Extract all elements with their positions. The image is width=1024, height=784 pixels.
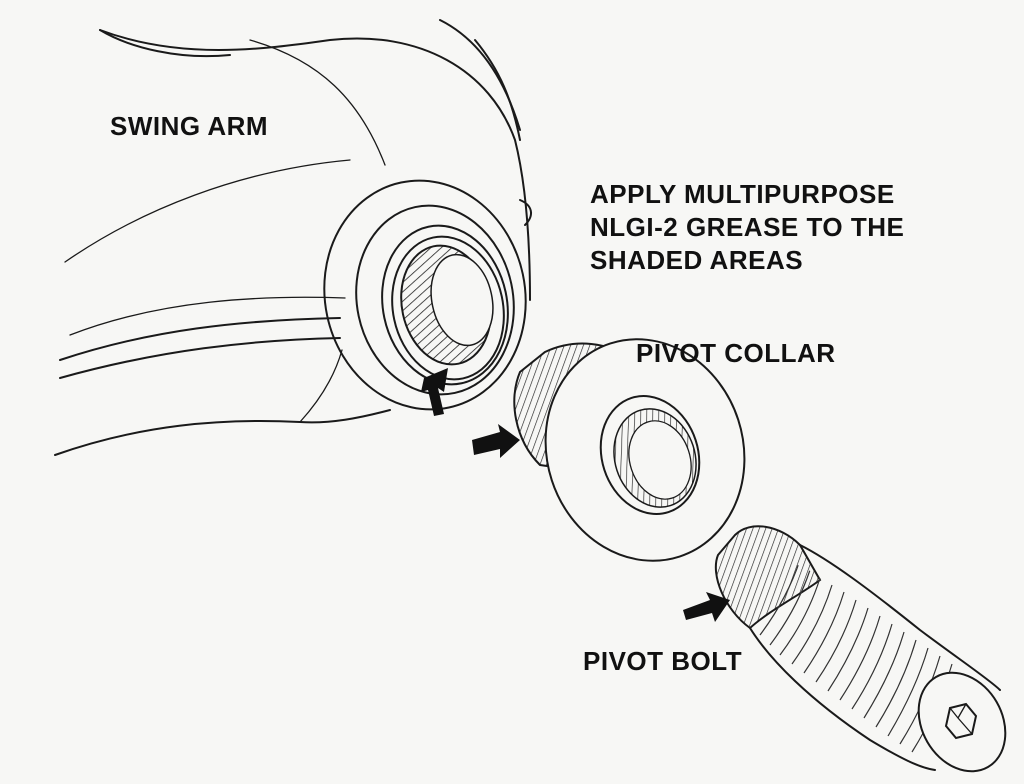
pivot-bolt-label: PIVOT BOLT xyxy=(583,646,743,676)
grease-instruction-line: SHADED AREAS xyxy=(590,245,804,275)
swing-arm-label: SWING ARM xyxy=(110,111,269,141)
pivot-bolt xyxy=(714,525,1007,773)
grease-arrow-bolt xyxy=(683,592,730,622)
pivot-collar xyxy=(513,338,746,562)
grease-instruction-line: APPLY MULTIPURPOSE xyxy=(590,179,895,209)
grease-arrow-bearing xyxy=(421,368,448,416)
pivot-collar-label: PIVOT COLLAR xyxy=(636,338,836,368)
grease-arrow-collar xyxy=(472,424,520,458)
grease-instruction: APPLY MULTIPURPOSE NLGI-2 GREASE TO THE … xyxy=(590,178,904,277)
grease-instruction-line: NLGI-2 GREASE TO THE xyxy=(590,212,905,242)
pivot-bore xyxy=(323,179,527,411)
swing-arm xyxy=(54,19,532,456)
